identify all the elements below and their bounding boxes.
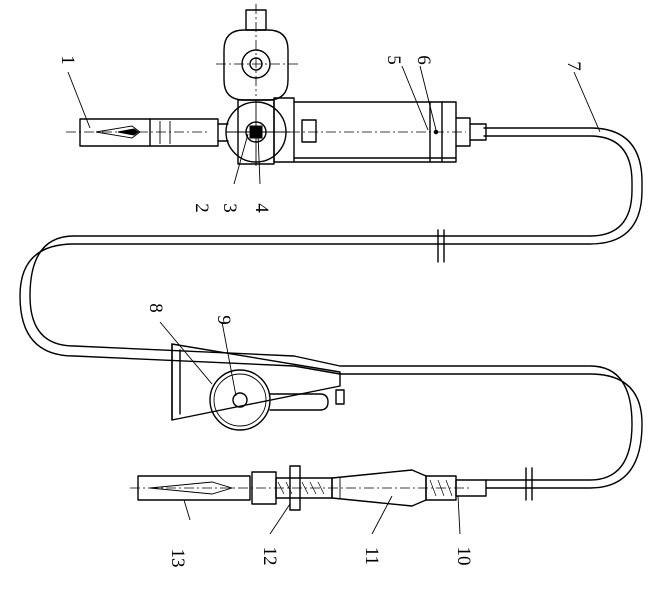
label-7: 7: [563, 61, 584, 71]
label-13: 13: [167, 549, 188, 568]
label-5: 5: [383, 55, 404, 65]
needle-assembly: [130, 465, 487, 511]
tube-break-mark-upper: [437, 229, 445, 263]
reference-numerals: 1 2 3 4 5 6 7 8 9 10 11 12 13: [57, 55, 584, 567]
piercing-spike: [66, 118, 229, 147]
label-9: 9: [213, 315, 234, 325]
label-3: 3: [219, 203, 240, 213]
label-8: 8: [145, 303, 166, 313]
label-4: 4: [251, 203, 272, 213]
label-6: 6: [413, 55, 434, 65]
vent-cap: [216, 4, 298, 101]
label-11: 11: [361, 547, 382, 565]
label-10: 10: [453, 547, 474, 566]
label-12: 12: [259, 547, 280, 566]
label-2: 2: [191, 203, 212, 213]
leader-lines: [67, 65, 601, 535]
tube-break-mark-lower: [525, 467, 533, 501]
roller-clamp: [171, 343, 345, 431]
infusion-tube: [19, 127, 643, 489]
air-vent-valve: [225, 99, 290, 166]
label-1: 1: [57, 55, 78, 65]
drip-chamber: [273, 97, 487, 163]
